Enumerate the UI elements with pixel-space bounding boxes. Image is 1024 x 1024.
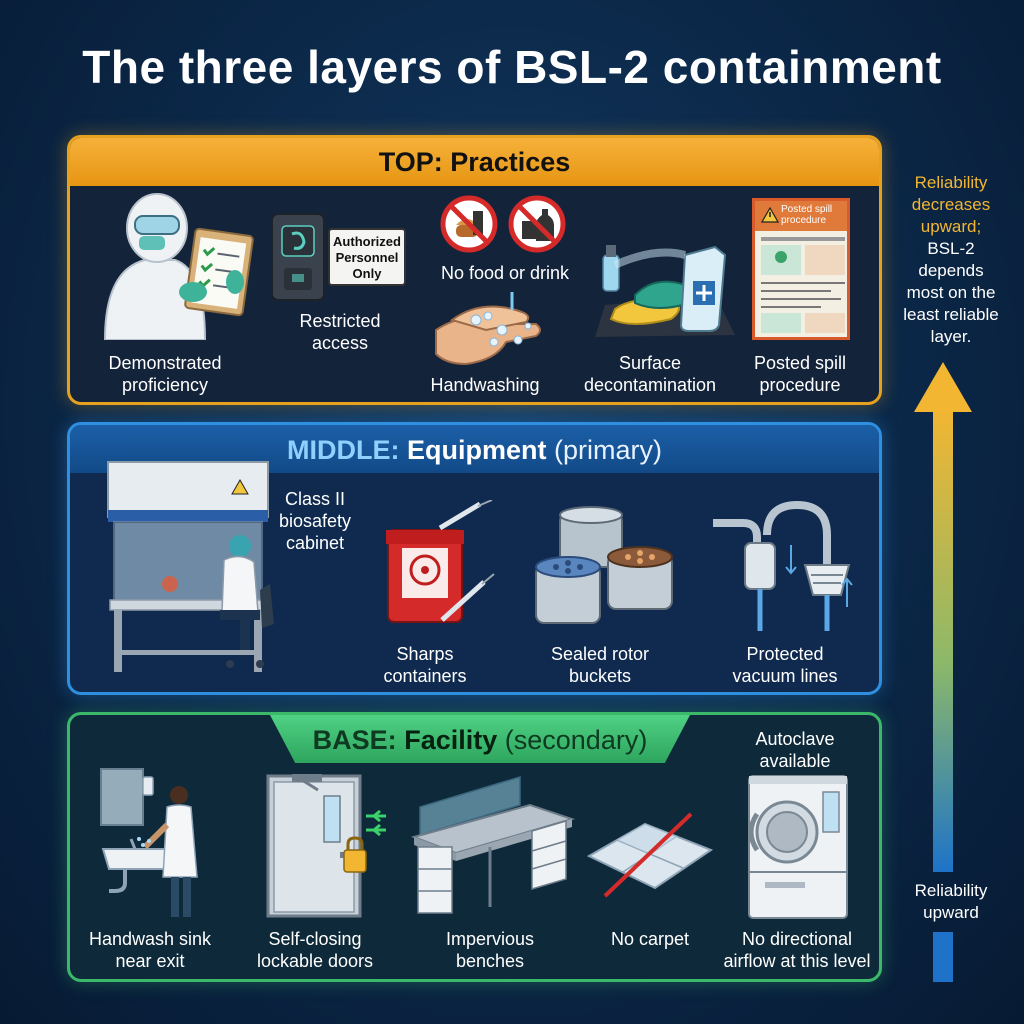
- reliability-decreases-text: Reliability decreases upward;: [911, 173, 991, 236]
- label-posted-spill-procedure: Posted spill procedure: [753, 353, 847, 395]
- label-demonstrated-proficiency: Demonstrated proficiency: [108, 353, 222, 395]
- ppe-worker-clipboard-icon: [103, 193, 254, 340]
- label-no-food-or-drink: No food or drink: [440, 263, 570, 283]
- equipment-sub: (primary): [554, 435, 662, 465]
- vacuum-filter-icon: [713, 500, 853, 631]
- label-protected-vacuum-lines: Protected vacuum lines: [732, 644, 838, 686]
- practices-header: TOP: Practices: [70, 138, 879, 186]
- label-sharps-containers: Sharps containers: [383, 644, 467, 686]
- page-title: The three layers of BSL-2 containment: [82, 41, 942, 93]
- autoclave-icon: [748, 775, 848, 919]
- practices-key: TOP:: [378, 147, 443, 177]
- label-no-directional-airflow: No directional airflow at this level: [723, 929, 871, 971]
- no-drink-icon: [508, 195, 566, 253]
- label-handwashing: Handwashing: [430, 375, 540, 395]
- handwash-sink-icon: [100, 768, 198, 917]
- label-restricted-access: Restricted access: [299, 311, 381, 353]
- label-sealed-rotor-buckets: Sealed rotor buckets: [550, 644, 650, 686]
- no-food-icon: [440, 195, 498, 253]
- label-autoclave-available: Autoclave available: [755, 729, 835, 771]
- practices-word: Practices: [450, 147, 571, 177]
- handwashing-icon: [435, 292, 541, 366]
- facility-word: Facility: [404, 725, 498, 755]
- sharps-container-icon: [386, 500, 495, 623]
- reliability-depends-text: BSL-2 depends most on the least reliable…: [903, 239, 999, 346]
- equipment-word: Equipment: [406, 435, 547, 465]
- spill-poster-title: Posted spill procedure: [781, 204, 833, 226]
- lab-bench-icon: [410, 775, 575, 914]
- facility-key: BASE:: [312, 725, 397, 755]
- facility-sub: (secondary): [504, 725, 648, 755]
- label-no-carpet: No carpet: [610, 929, 690, 949]
- label-class-ii-biosafety-cabinet: Class II biosafety cabinet: [278, 489, 352, 553]
- label-impervious-benches: Impervious benches: [445, 929, 535, 971]
- spill-poster-icon: Posted spill procedure: [752, 198, 850, 340]
- facility-header: BASE: Facility (secondary): [270, 715, 690, 763]
- biosafety-cabinet-icon: [107, 461, 274, 672]
- spray-bottle-wipe-icon: [595, 245, 735, 337]
- no-carpet-icon: [586, 812, 714, 898]
- equipment-key: MIDDLE:: [286, 435, 400, 465]
- rotor-buckets-icon: [535, 506, 673, 624]
- self-closing-door-icon: [266, 774, 386, 918]
- card-reader-icon: [271, 213, 325, 301]
- label-self-closing-lockable-doors: Self-closing lockable doors: [256, 929, 374, 971]
- reliability-note-bottom: Reliability upward: [914, 881, 988, 922]
- label-surface-decontamination: Surface decontamination: [583, 353, 717, 395]
- label-handwash-sink-near-exit: Handwash sink near exit: [88, 929, 212, 971]
- reliability-note-top: Reliability decreases upward; BSL-2 depe…: [886, 172, 1016, 348]
- authorized-personnel-sign: Authorized Personnel Only: [328, 228, 406, 286]
